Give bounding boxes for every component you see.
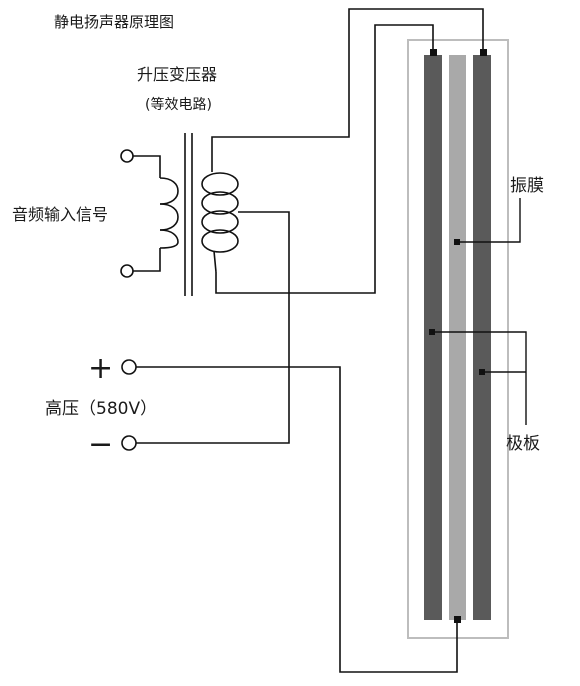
input-terminal-bottom xyxy=(120,264,134,278)
diagram-title: 静电扬声器原理图 xyxy=(54,13,174,31)
speaker-frame xyxy=(407,39,509,639)
wire-input-bottom xyxy=(133,248,161,272)
diaphragm xyxy=(449,55,466,620)
hv-terminal-plus xyxy=(121,359,137,375)
left-plate-connection-dot xyxy=(430,49,437,56)
diaphragm-connection-dot xyxy=(454,616,461,623)
plus-symbol: + xyxy=(88,351,113,386)
wire-right-plate xyxy=(211,8,484,163)
plate-label: 极板 xyxy=(506,434,540,454)
diaphragm-label: 振膜 xyxy=(510,176,544,196)
right-plate xyxy=(473,55,491,620)
secondary-coil xyxy=(201,163,239,273)
diaphragm-callout-line xyxy=(457,198,521,243)
primary-coil xyxy=(159,177,179,249)
input-signal-label: 音频输入信号 xyxy=(12,205,108,224)
input-terminal-top xyxy=(120,149,134,163)
high-voltage-label: 高压（580V） xyxy=(45,399,157,419)
wire-left-plate xyxy=(215,24,434,294)
hv-terminal-minus xyxy=(121,435,137,451)
wiring xyxy=(133,8,484,673)
wire-high-voltage xyxy=(136,366,458,673)
left-plate xyxy=(424,55,442,620)
right-plate-connection-dot xyxy=(480,49,487,56)
transformer-sublabel: (等效电路) xyxy=(145,96,212,113)
transformer-label: 升压变压器 xyxy=(137,65,217,84)
wire-input-top xyxy=(133,155,161,178)
minus-symbol: − xyxy=(88,427,113,462)
plate-callout-line-left xyxy=(432,331,527,425)
wire-center-tap xyxy=(136,211,290,444)
